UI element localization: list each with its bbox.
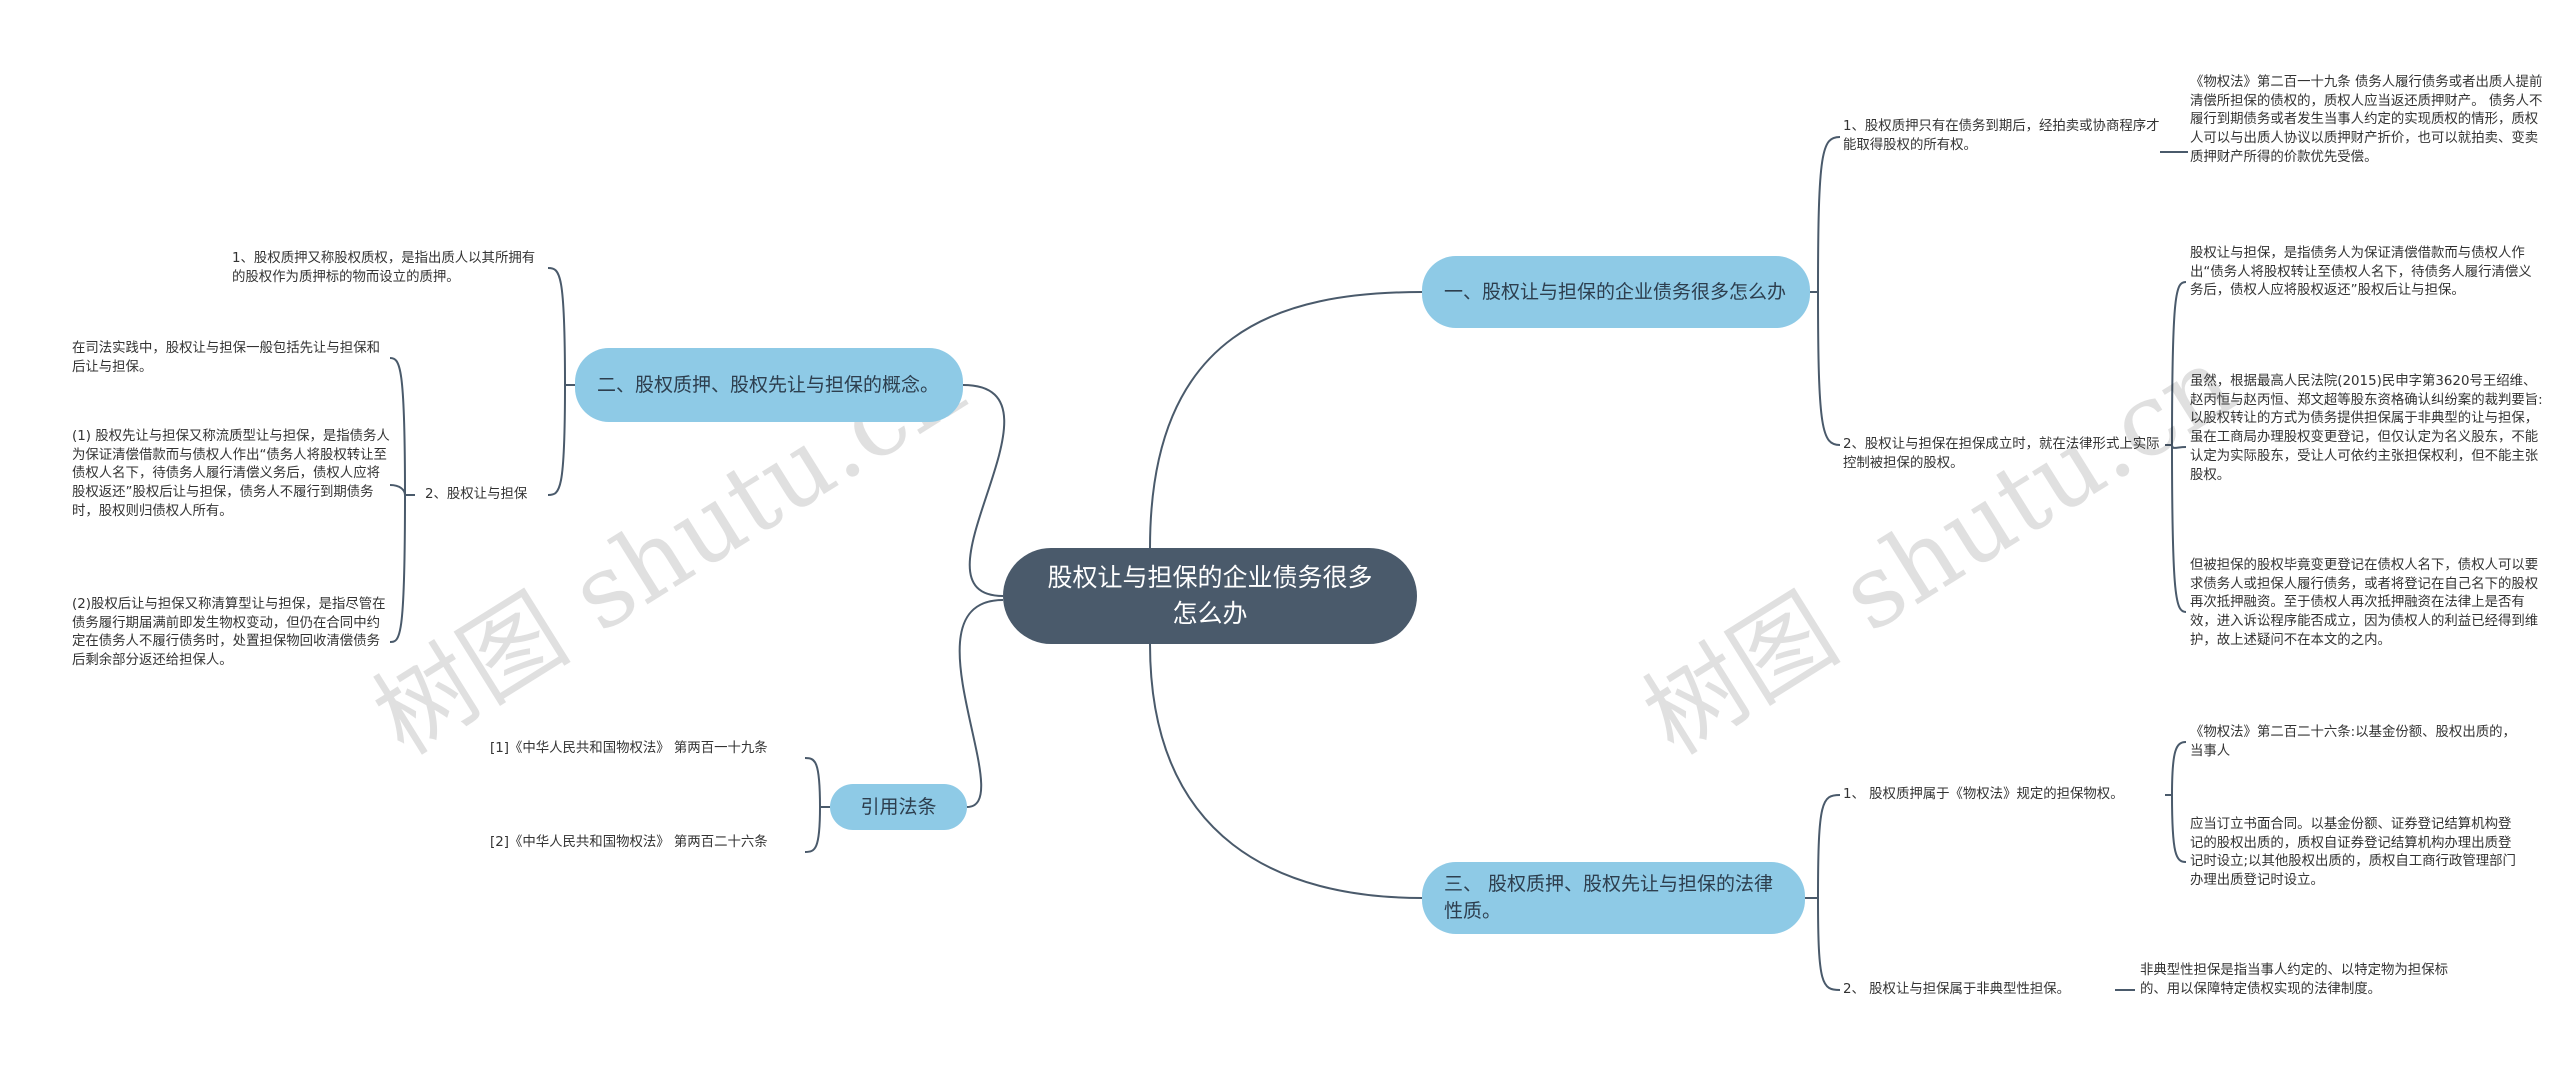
link-b3-c1-d2	[2171, 794, 2187, 863]
link-b3-c2	[1817, 897, 1841, 991]
root-topic[interactable]: 股权让与担保的企业债务很多怎么办	[1003, 548, 1417, 644]
link-b3-c1	[1817, 794, 1841, 899]
link-b3-c1-d1	[2171, 741, 2187, 796]
link-root-b3	[1149, 643, 1423, 899]
branch-2-topic[interactable]: 二、股权质押、股权先让与担保的概念。	[575, 348, 963, 422]
link-b1-c2	[1817, 291, 1841, 446]
b2-item-2[interactable]: 2、股权让与担保	[425, 487, 528, 502]
branch-3-topic[interactable]: 三、 股权质押、股权先让与担保的法律性质。	[1422, 862, 1805, 934]
b1-item-1[interactable]: 1、股权质押只有在债务到期后，经拍卖或协商程序才能取得股权的所有权。	[1843, 119, 2160, 153]
link-b2-c2-d1	[389, 357, 406, 496]
branch-4-topic[interactable]: 引用法条	[830, 784, 967, 830]
b1-item-1-detail[interactable]: 《物权法》第二百一十九条 债务人履行债务或者出质人提前清偿所担保的债权的，质权人…	[2190, 75, 2543, 165]
branch-3-label: 三、 股权质押、股权先让与担保的法律性质。	[1444, 873, 1774, 922]
branch-1-topic[interactable]: 一、股权让与担保的企业债务很多怎么办	[1422, 256, 1810, 328]
b3-item-2[interactable]: 2、 股权让与担保属于非典型性担保。	[1843, 982, 2071, 997]
link-root-b4	[958, 599, 1004, 808]
b2-item-2-detail-3[interactable]: (2)股权后让与担保又称清算型让与担保，是指尽管在债务履行期届满前即发生物权变动…	[72, 597, 386, 669]
b2-item-1[interactable]: 1、股权质押又称股权质权，是指出质人以其所拥有的股权作为质押标的物而设立的质押。	[232, 251, 536, 285]
b1-item-2-detail-2[interactable]: 虽然，根据最高人民法院(2015)民申字第3620号王绍维、赵丙恒与赵丙恒、郑文…	[2190, 374, 2543, 483]
link-b1-c1	[1817, 136, 1841, 293]
link-b2-c2-d2	[389, 484, 406, 496]
b3-item-1[interactable]: 1、 股权质押属于《物权法》规定的担保物权。	[1843, 787, 2124, 802]
b4-item-1[interactable]: [1]《中华人民共和国物权法》 第两百一十九条	[490, 741, 768, 756]
root-topic-label: 股权让与担保的企业债务很多怎么办	[1047, 563, 1373, 628]
b2-item-2-detail-1[interactable]: 在司法实践中，股权让与担保一般包括先让与担保和后让与担保。	[72, 341, 380, 375]
b4-item-2[interactable]: [2]《中华人民共和国物权法》 第两百二十六条	[490, 835, 768, 850]
link-b4-i2	[804, 806, 821, 853]
branch-1-label: 一、股权让与担保的企业债务很多怎么办	[1444, 280, 1787, 303]
b3-item-1-detail-1[interactable]: 《物权法》第二百二十六条:以基金份额、股权出质的，当事人	[2190, 725, 2516, 759]
link-b4-i1	[804, 757, 821, 808]
link-root-b2	[962, 384, 1006, 597]
link-b2-c1	[547, 267, 566, 386]
link-b2-c2	[547, 384, 566, 496]
b3-item-1-detail-2[interactable]: 应当订立书面合同。以基金份额、证券登记结算机构登记的股权出质的，质权自证券登记结…	[2190, 817, 2516, 889]
b1-item-2-detail-1[interactable]: 股权让与担保，是指债务人为保证清偿借款而与债权人作出“债务人将股权转让至债权人名…	[2190, 246, 2532, 299]
b2-item-2-detail-2[interactable]: (1) 股权先让与担保又称流质型让与担保，是指债务人为保证清偿借款而与债权人作出…	[72, 429, 390, 519]
link-b1-c2-d3	[2171, 444, 2187, 613]
b1-item-2-detail-3[interactable]: 但被担保的股权毕竟变更登记在债权人名下，债权人可以要求债务人或担保人履行债务，或…	[2190, 558, 2539, 648]
link-b1-c2-d1	[2171, 281, 2187, 446]
branch-2-label: 二、股权质押、股权先让与担保的概念。	[597, 373, 940, 396]
link-b1-c2-d2	[2171, 444, 2187, 449]
branch-4-label: 引用法条	[860, 795, 937, 818]
link-b2-c2-d3	[389, 494, 406, 643]
link-root-b1	[1149, 291, 1423, 549]
b1-item-2[interactable]: 2、股权让与担保在担保成立时，就在法律形式上实际控制被担保的股权。	[1843, 437, 2160, 471]
b3-item-2-detail[interactable]: 非典型性担保是指当事人约定的、以特定物为担保标的、用以保障特定债权实现的法律制度…	[2140, 963, 2448, 997]
